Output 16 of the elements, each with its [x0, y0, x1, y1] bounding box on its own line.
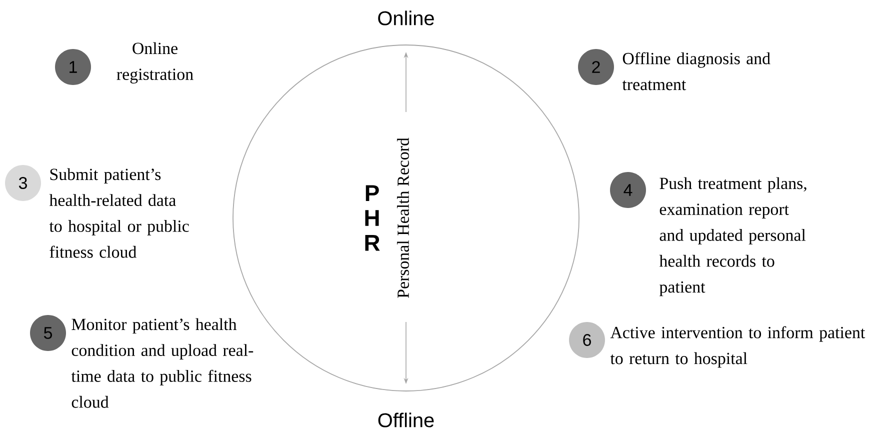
step-description: Offline diagnosis and treatment: [622, 52, 770, 90]
step-description: Push treatment plans, examination report and updated personal health records to patient: [659, 177, 806, 296]
step-description: Monitor patient’s health condition and upload real-time data to public fitness cloud: [71, 318, 254, 408]
abbreviation: P H R: [365, 185, 380, 251]
number-badge: 4: [610, 172, 646, 208]
vertical-label: Personal Health Record: [396, 136, 410, 300]
step-description: Online registration: [116, 42, 194, 84]
step-description: Submit patient’s health-related data to hospital or public fitness cloud: [49, 168, 189, 258]
number-badge: 2: [578, 49, 614, 85]
number-badge: 1: [55, 49, 91, 85]
pole-label: Offline: [378, 412, 434, 428]
number-badge: 3: [5, 165, 41, 201]
number-badge: 5: [30, 315, 66, 351]
step-description: Active intervention to inform patient to return to hospital: [610, 326, 866, 368]
pole-label: Online: [378, 10, 434, 26]
number-badge: 6: [569, 322, 605, 358]
